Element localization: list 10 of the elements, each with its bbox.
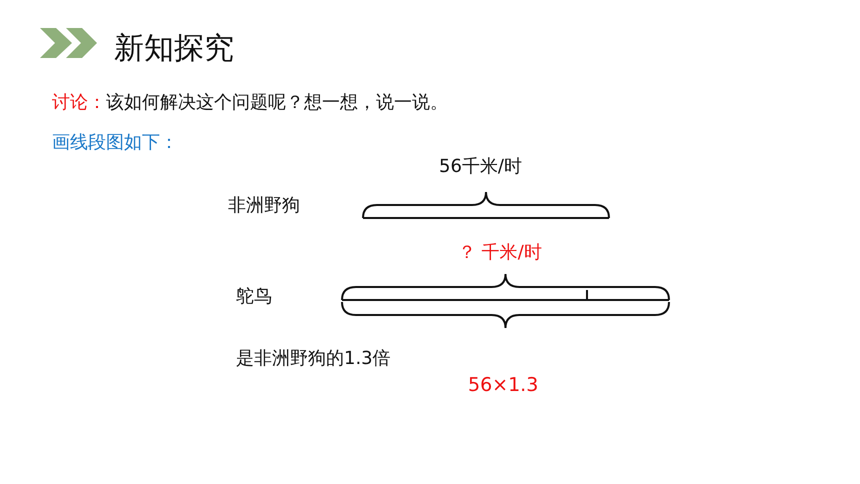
instruction-text: 画线段图如下： xyxy=(52,131,178,154)
row-label: 非洲野狗 xyxy=(228,194,300,217)
discussion-label: 讨论： xyxy=(52,91,106,114)
formula-text: 56×1.3 xyxy=(468,374,538,396)
note-text: 是非洲野狗的1.3倍 xyxy=(236,347,391,370)
quantity-label: 56千米/时 xyxy=(439,155,522,178)
row-label: 鸵鸟 xyxy=(236,285,272,308)
question-text: 该如何解决这个问题呢？想一想，说一说。 xyxy=(106,91,448,114)
quantity-label: ？ 千米/时 xyxy=(458,241,542,264)
section-title: 新知探究 xyxy=(114,30,234,68)
